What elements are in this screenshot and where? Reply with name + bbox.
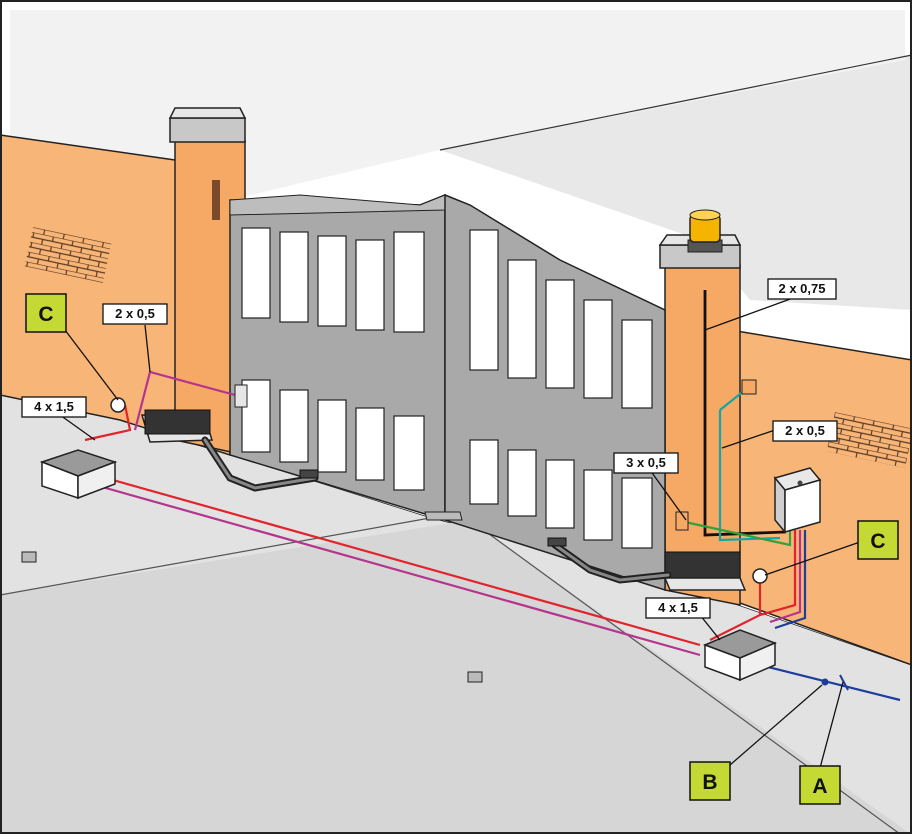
- driveway: [0, 520, 912, 835]
- label-right-photocell-tx-text: 2 x 0,5: [785, 423, 825, 438]
- callout-b: B: [689, 761, 731, 801]
- callout-c-right-text: C: [870, 530, 885, 553]
- junction-box-right: [702, 629, 778, 682]
- brick-texture-right: [826, 412, 912, 468]
- left-pillar: [168, 107, 247, 456]
- ground-stop-center: [467, 671, 483, 683]
- photocell-right-tx: [741, 379, 757, 395]
- brick-texture-left: [24, 227, 112, 283]
- label-right-motor: 4 x 1,5: [645, 597, 711, 619]
- motor-left: [140, 409, 319, 492]
- label-flashing-light: 2 x 0,75: [767, 278, 837, 300]
- photocell-left: [234, 384, 248, 408]
- switch-a-icon: [839, 674, 849, 691]
- gate-stop: [424, 511, 463, 521]
- callout-b-text: B: [702, 771, 717, 794]
- cables: [84, 290, 901, 702]
- junction-box-left: [39, 449, 118, 500]
- control-unit: [773, 467, 822, 535]
- release-key-right-icon: [752, 568, 768, 584]
- label-left-motor: 4 x 1,5: [21, 396, 87, 418]
- photocell-right-rx: [675, 511, 689, 531]
- label-left-photocell-text: 2 x 0,5: [115, 306, 155, 321]
- leader-lines: [59, 297, 861, 769]
- label-left-motor-text: 4 x 1,5: [34, 399, 74, 414]
- label-right-photocell-rx-text: 3 x 0,5: [626, 455, 666, 470]
- motor-right: [547, 537, 747, 591]
- callout-a-text: A: [812, 775, 827, 798]
- callout-c-left: C: [25, 293, 67, 333]
- flashing-light: [687, 209, 723, 253]
- callout-c-right: C: [857, 520, 899, 560]
- label-right-photocell-tx: 2 x 0,5: [772, 420, 838, 442]
- ground-stop-left: [21, 551, 37, 563]
- right-pillar: [658, 234, 742, 606]
- label-left-photocell: 2 x 0,5: [102, 303, 168, 325]
- label-right-photocell-rx: 3 x 0,5: [613, 452, 679, 474]
- label-right-motor-text: 4 x 1,5: [658, 600, 698, 615]
- label-flashing-light-text: 2 x 0,75: [779, 281, 826, 296]
- point-b-marker: [821, 678, 829, 686]
- gate-left-leaf: [229, 193, 446, 522]
- inner-courtyard: [440, 55, 912, 310]
- callout-a: A: [799, 765, 841, 805]
- callout-c-left-text: C: [38, 303, 53, 326]
- gate-right-leaf: [444, 193, 666, 592]
- release-key-left-icon: [110, 397, 126, 413]
